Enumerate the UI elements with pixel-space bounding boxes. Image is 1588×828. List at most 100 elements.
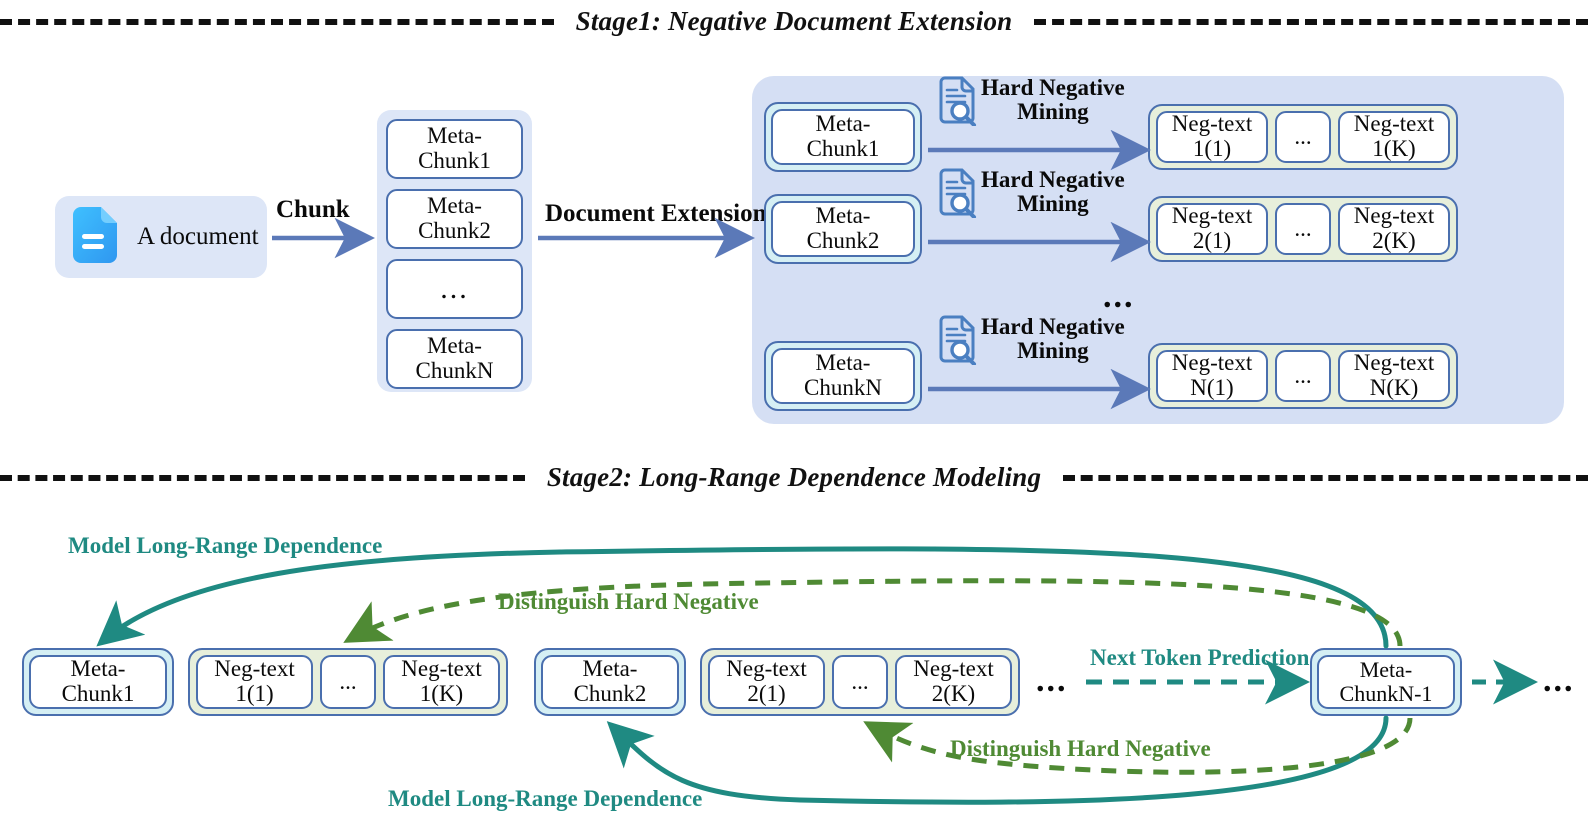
neg-line2: 1(K) [1372, 136, 1416, 161]
seq-neg-ellipsis-2: ... [832, 655, 888, 709]
neg-line2: 1(K) [419, 681, 464, 706]
neg-line1: Neg-text [726, 656, 807, 682]
neg-line2: 1(1) [1192, 136, 1232, 161]
neg-line2: 2(K) [931, 681, 976, 706]
mining-line2: Mining [1017, 191, 1089, 217]
dashed-rule-left [0, 474, 525, 481]
panel-chunk-n[interactable]: Meta-ChunkN [764, 341, 922, 411]
chunk-line2: Chunk2 [806, 228, 880, 253]
panel-chunk-1[interactable]: Meta-Chunk1 [764, 102, 922, 172]
stage1-separator: Stage1: Negative Document Extension [0, 6, 1588, 37]
label-distinguish-hard-negative-top: Distinguish Hard Negative [498, 589, 759, 614]
neg-line1: Neg-text [913, 656, 994, 682]
mining-line1: Hard Negative [981, 314, 1125, 339]
neg-line1: Neg-text [214, 656, 295, 682]
neg-ellipsis-1: ... [1275, 111, 1331, 163]
chunk-box-2[interactable]: Meta-Chunk2 [386, 189, 523, 249]
seq-chunk-last[interactable]: Meta-ChunkN-1 [1310, 648, 1462, 716]
chunk-box-n[interactable]: Meta-ChunkN [386, 329, 523, 389]
label-distinguish-hard-negative-bottom: Distinguish Hard Negative [950, 736, 1211, 761]
chunk-line1: Meta- [427, 193, 482, 219]
chunk-line2: Chunk2 [573, 681, 647, 706]
document-search-icon [938, 168, 978, 223]
chunk-line2: Chunk1 [806, 136, 880, 161]
label-model-long-range-top: Model Long-Range Dependence [68, 533, 383, 558]
chunk-line2: ChunkN [415, 358, 494, 383]
hard-negative-mining-label-n: Hard Negative Mining [981, 314, 1125, 364]
hard-negative-mining-2: Hard Negative Mining [938, 167, 1125, 223]
neg-line2: N(1) [1190, 375, 1234, 400]
chunk-box-1[interactable]: Meta-Chunk1 [386, 119, 523, 179]
hard-negative-mining-label-1: Hard Negative Mining [981, 75, 1125, 125]
seq-mid-ellipsis: ... [1036, 662, 1068, 699]
chunk-line1: Meta- [815, 203, 871, 229]
neg-ellipsis-n: ... [1275, 350, 1331, 402]
chunk-line1: Meta- [70, 656, 126, 682]
stage2-separator: Stage2: Long-Range Dependence Modeling [0, 462, 1588, 493]
label-model-long-range-bottom: Model Long-Range Dependence [388, 786, 703, 811]
dashed-rule-right [1034, 18, 1588, 25]
neg-line2: 2(1) [747, 681, 786, 706]
panel-rows-ellipsis: ... [1103, 278, 1135, 315]
chunk-ellipsis: ... [440, 271, 469, 305]
dashed-rule-right [1063, 474, 1588, 481]
seq-chunk-1[interactable]: Meta-Chunk1 [22, 648, 174, 716]
mining-line1: Hard Negative [981, 75, 1125, 100]
label-next-token-prediction: Next Token Prediction [1090, 645, 1310, 670]
panel-chunk-2[interactable]: Meta-Chunk2 [764, 194, 922, 264]
neg-line1: Neg-text [1353, 350, 1435, 376]
chunk-line2: Chunk1 [61, 681, 135, 706]
chunk-line1: Meta- [1359, 657, 1413, 683]
chunk-line2: Chunk1 [418, 148, 491, 173]
chunk-line1: Meta- [815, 111, 871, 137]
hard-negative-mining-1: Hard Negative Mining [938, 75, 1125, 131]
neg-line1: Neg-text [401, 656, 482, 682]
neg-line1: Neg-text [1171, 111, 1253, 137]
hard-negative-mining-label-2: Hard Negative Mining [981, 167, 1125, 217]
seq-chunk-2[interactable]: Meta-Chunk2 [534, 648, 686, 716]
chunk-column: Meta-Chunk1 Meta-Chunk2 ... Meta-ChunkN [377, 110, 532, 392]
document-search-icon [938, 315, 978, 370]
source-document-label: A document [137, 223, 259, 250]
mining-line1: Hard Negative [981, 167, 1125, 192]
neg-line1: Neg-text [1353, 203, 1435, 229]
mining-line2: Mining [1017, 99, 1089, 125]
chunk-line1: Meta- [815, 350, 871, 376]
document-extension-arrow-label: Document Extension [545, 200, 767, 227]
source-document-pill: A document [55, 196, 267, 278]
neg-line2: N(K) [1369, 375, 1419, 400]
chunk-line1: Meta- [427, 123, 482, 149]
chunk-box-ellipsis: ... [386, 259, 523, 319]
dashed-rule-left [0, 18, 554, 25]
neg-line1: Neg-text [1353, 111, 1435, 137]
seq-neg-ellipsis-1: ... [320, 655, 376, 709]
stage1-title: Stage1: Negative Document Extension [575, 6, 1013, 36]
chunk-line2: ChunkN [804, 375, 882, 400]
mining-line2: Mining [1017, 338, 1089, 364]
neg-line1: Neg-text [1171, 350, 1253, 376]
seq-tail-ellipsis: ... [1543, 662, 1575, 699]
stage2-title: Stage2: Long-Range Dependence Modeling [546, 462, 1042, 492]
chunk-arrow-label: Chunk [276, 196, 350, 223]
neg-ellipsis-2: ... [1275, 203, 1331, 255]
neg-line2: 2(1) [1192, 228, 1232, 253]
neg-line2: 2(K) [1372, 228, 1416, 253]
chunk-line2: Chunk2 [418, 218, 491, 243]
neg-line1: Neg-text [1171, 203, 1253, 229]
neg-line2: 1(1) [235, 681, 274, 706]
